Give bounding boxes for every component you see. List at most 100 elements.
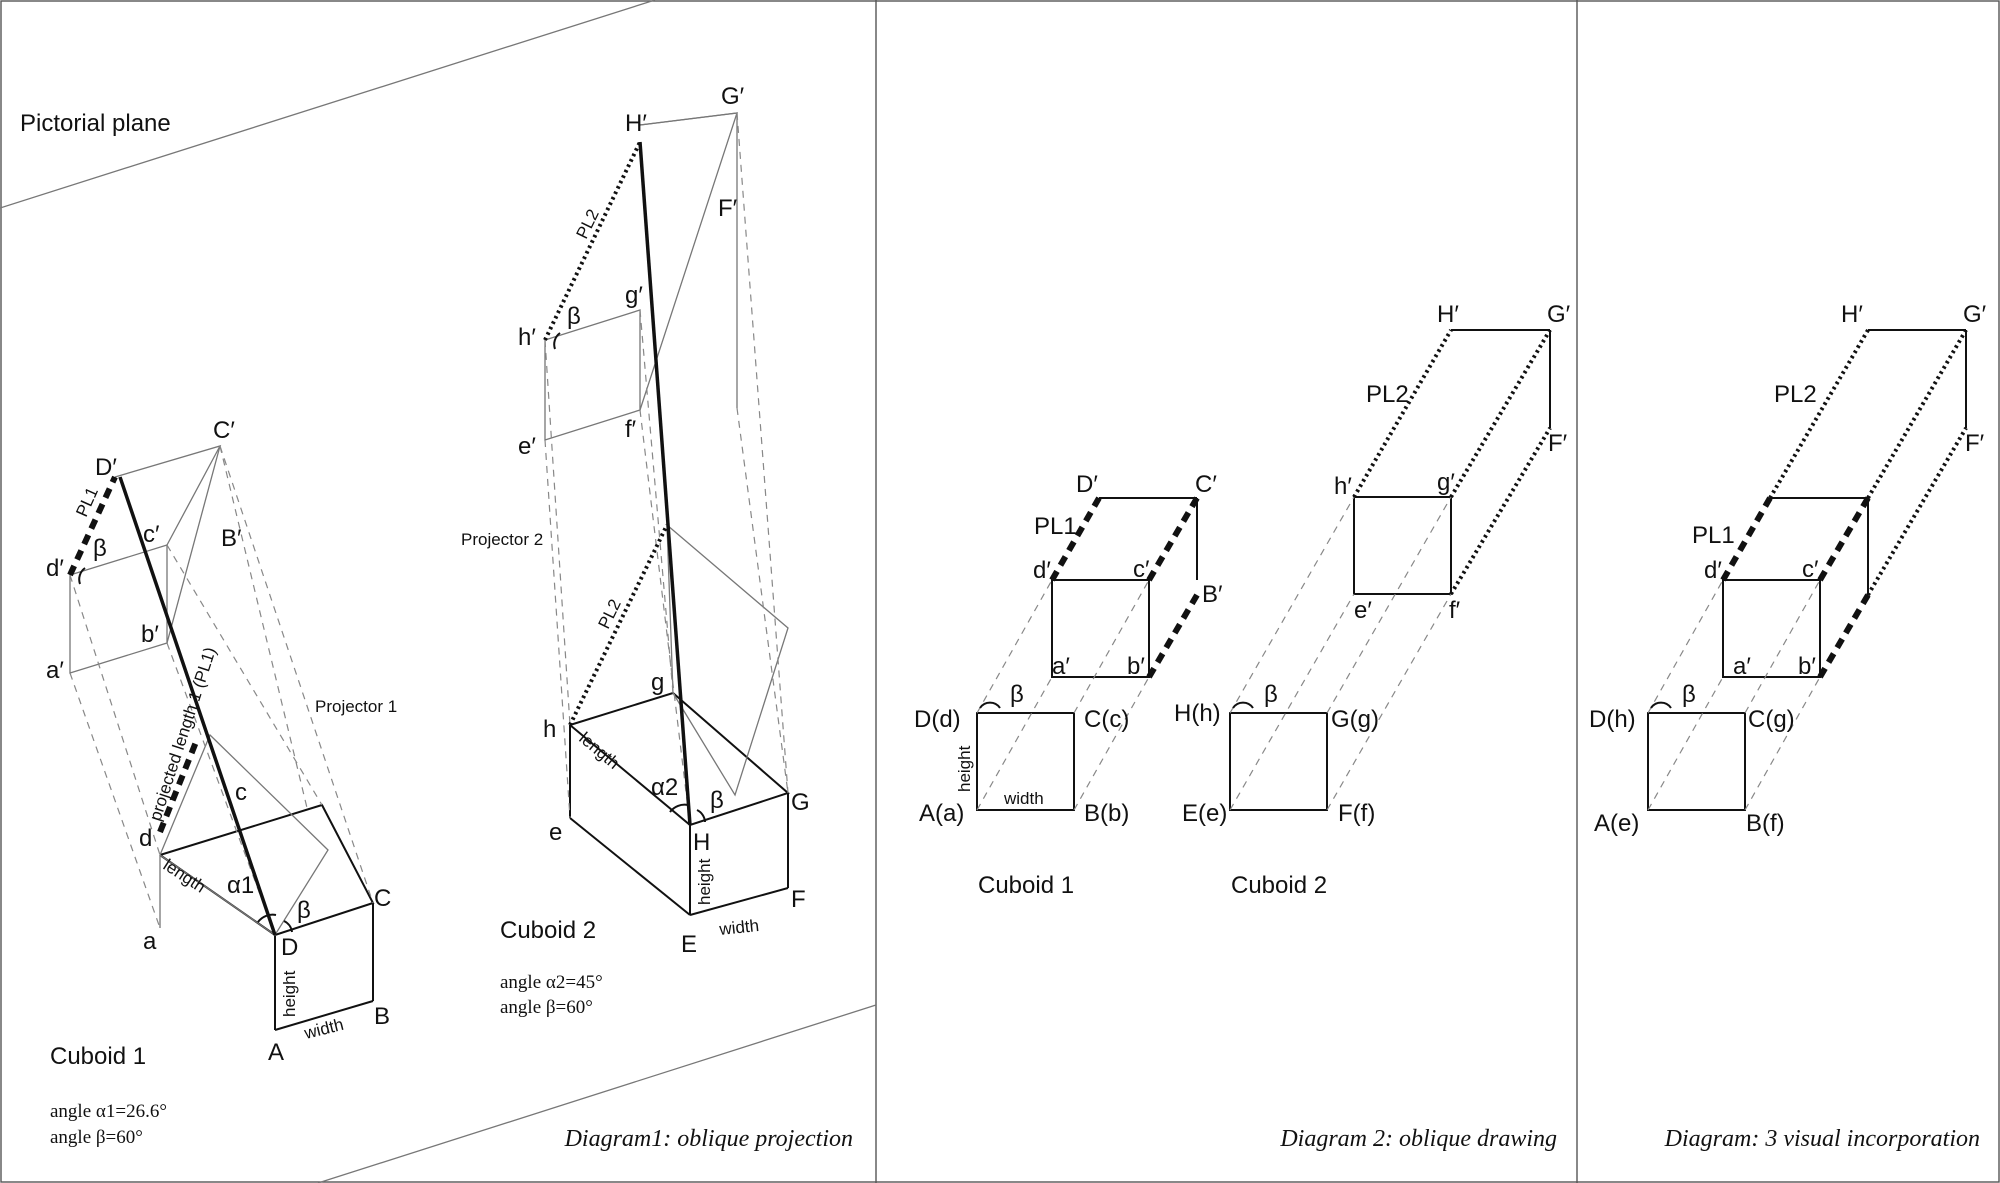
incorp-pl2-left [1768,328,1870,500]
label-beta-d2c2: β [1264,681,1278,708]
label-beta-d3: β [1682,681,1696,708]
cuboid2-title: Cuboid 2 [500,917,596,944]
label-H-prime: H′ [625,110,647,137]
label-pl2-d2: PL2 [1366,381,1409,408]
label-C-prime-d2: C′ [1195,471,1217,498]
label-h: h [543,716,556,743]
projected-line-1 [118,476,277,936]
label-F: F [791,886,806,913]
panel-visual-incorporation: A(e) B(f) C(g) D(h) a′ b′ c′ d′ F′ G′ H′… [1589,301,1987,1152]
pl1-top-dash [67,475,118,577]
label-E: E [681,931,697,958]
drawing-pl2-mid [1449,328,1552,499]
pictorial-plane-label: Pictorial plane [20,110,171,137]
label-projector2: Projector 2 [461,530,543,549]
label-H-prime-d2: H′ [1437,301,1459,328]
drawing-cuboid2-front [1229,712,1328,811]
drawing-pl2-right [1449,426,1552,596]
label-C-prime: C′ [213,417,235,444]
label-width-d2: width [1003,789,1044,808]
cuboid2-angle-beta: angle β=60° [500,997,593,1018]
projector2-line-F [736,407,789,794]
label-pl2-top: PL2 [573,206,603,242]
label-beta-d2c1: β [1010,681,1024,708]
projector1-line-a [69,672,161,929]
cuboid1-projected-face [69,544,168,674]
label-G-prime: G′ [721,83,745,110]
label-g: g [651,669,664,696]
label-c-prime: c′ [143,521,160,548]
cuboid1-projection: A B C D a c d a′ b′ c′ d′ B′ C′ D′ α1 β … [46,417,397,1148]
label-beta-H: β [710,787,724,814]
label-C-c: C(c) [1084,706,1129,733]
alpha1-arc [257,913,277,923]
cuboid1-angle-beta: angle β=60° [50,1127,143,1148]
label-D-prime-d2: D′ [1076,471,1098,498]
alpha2-arc [669,803,689,813]
drawing-c2-proj-e [1229,593,1355,811]
label-height-d2: height [955,745,974,792]
cuboid1-title: Cuboid 1 [50,1043,146,1070]
label-D: D [281,934,298,961]
caption-diagram2: Diagram 2: oblique drawing [1279,1126,1557,1152]
label-d-prime: d′ [46,555,64,582]
label-width-1: width [301,1015,345,1043]
cuboid2-edge-eE [569,817,691,916]
pictorial-plane-top-edge [0,0,656,209]
projector1-line-c [166,544,323,806]
label-b-prime-d2: b′ [1127,653,1145,680]
label-B-prime: B′ [221,525,242,552]
drawing-cuboid1-title: Cuboid 1 [978,872,1074,899]
label-length-1: length [160,855,209,896]
label-pl1-d3: PL1 [1692,522,1735,549]
drawing-pl1-right [1146,593,1200,679]
incorp-pl2-mid [1866,328,1968,500]
projector1-line-extra [219,445,309,813]
label-G-prime-d3: G′ [1963,301,1987,328]
label-D-d: D(d) [914,706,961,733]
panel-oblique-drawing: A(a) B(b) C(c) D(d) a′ b′ c′ d′ B′ C′ D′… [914,301,1571,1152]
drawing-cuboid2-title: Cuboid 2 [1231,872,1327,899]
label-projector1: Projector 1 [315,697,397,716]
projected-line-2 [638,141,692,826]
cuboid1-edge-AB [274,1000,374,1031]
pictorial-plane-bottom-edge [317,1004,877,1183]
label-a: a [143,928,157,955]
drawing-pl1-mid [1146,496,1200,582]
beta-arc-h-prime [553,332,561,350]
label-c-prime-d3: c′ [1802,556,1819,583]
label-h-prime: h′ [518,324,536,351]
cuboid2-projected-top [639,112,738,411]
drawing-c1-proj-b [1073,676,1150,811]
label-c: c [235,779,247,806]
label-H-prime-d3: H′ [1841,301,1863,328]
incorp-beta-arc [1650,701,1672,709]
label-G-g: G(g) [1331,706,1379,733]
label-h-prime-d2: h′ [1334,473,1352,500]
drawing-c1-beta-arc [979,701,1001,709]
label-b-prime-d3: b′ [1798,653,1816,680]
label-d-prime-d2: d′ [1033,557,1051,584]
pl2-top-dots [543,141,642,341]
projector1-line-C [219,445,374,904]
drawing-cuboid2: E(e) F(f) G(g) H(h) e′ f′ g′ h′ F′ G′ H′… [1174,301,1571,899]
panel-oblique-projection: Pictorial plane [0,0,877,1183]
beta-arc-H [696,809,706,823]
label-b-prime: b′ [141,621,159,648]
projector2-line-G [736,112,789,794]
label-width-2: width [717,916,759,939]
label-A: A [268,1039,284,1066]
incorp-proj-b [1744,676,1821,811]
label-d: d [139,825,152,852]
incorp-pl1-right [1817,593,1871,679]
label-C-g: C(g) [1748,706,1795,733]
label-H: H [693,829,710,856]
label-f-prime: f′ [625,416,637,443]
label-E-e: E(e) [1182,800,1227,827]
incorp-proj-c [1744,579,1821,714]
drawing-cuboid1-back [1051,579,1150,678]
label-D-h: D(h) [1589,706,1636,733]
